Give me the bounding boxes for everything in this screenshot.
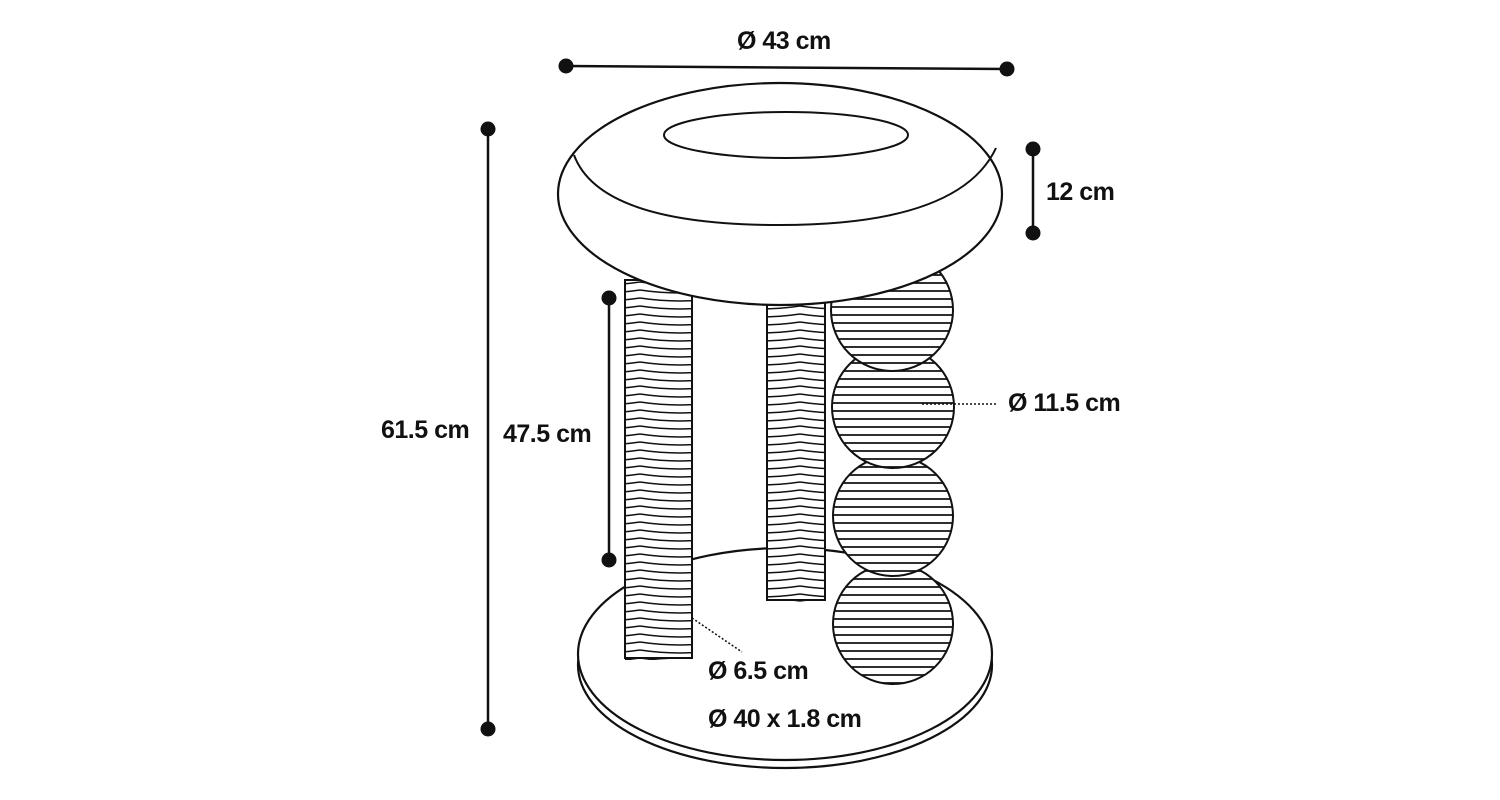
post-height-label: 47.5 cm xyxy=(503,420,592,448)
ball-diameter-label: Ø 11.5 cm xyxy=(1008,389,1121,417)
middle-post xyxy=(766,299,826,602)
post-diameter-label: Ø 6.5 cm xyxy=(708,657,809,685)
top-cushion xyxy=(556,81,1004,307)
left-post xyxy=(624,279,693,660)
top-height-dimension-line xyxy=(1025,141,1041,241)
ball-stack xyxy=(830,248,955,685)
top-height-label: 12 cm xyxy=(1046,178,1115,206)
base-size-label: Ø 40 x 1.8 cm xyxy=(708,705,862,733)
top-diameter-label: Ø 43 cm xyxy=(737,27,831,55)
top-diameter-dimension-line xyxy=(558,58,1015,77)
total-height-label: 61.5 cm xyxy=(381,416,470,444)
post-height-dimension-line xyxy=(601,290,617,568)
total-height-dimension-line xyxy=(480,121,496,737)
